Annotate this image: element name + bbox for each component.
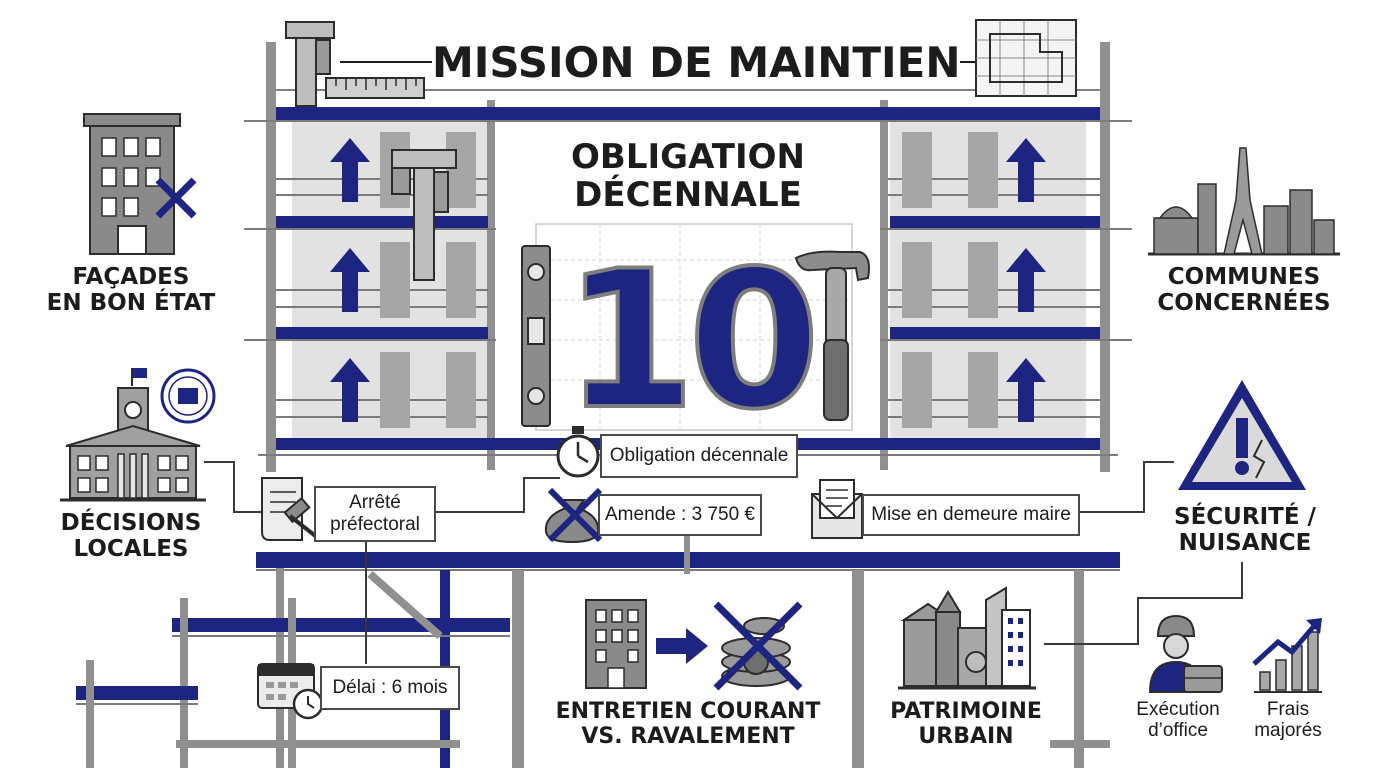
town-hall-icon (60, 368, 206, 502)
callout-delai: Délai : 6 mois (320, 666, 460, 710)
label-frais: Frais majorés (1240, 699, 1336, 742)
money-bag-cross-icon (544, 487, 603, 544)
label-communes-line1: COMMUNES (1167, 264, 1321, 290)
label-facades-line1: FAÇADES (72, 264, 190, 290)
scroll-gavel-icon (261, 477, 320, 541)
label-securite: SÉCURITÉ / NUISANCE (1148, 504, 1342, 556)
label-execution: Exécution d’office (1120, 699, 1236, 742)
label-patrimoine: PATRIMOINE URBAIN (872, 699, 1060, 750)
label-decisions: DÉCISIONS LOCALES (36, 510, 226, 562)
calendar-clock-icon (257, 663, 324, 720)
callout-arrete-line2: préfectoral (330, 514, 420, 535)
callout-obligation-text: Obligation décennale (609, 445, 789, 466)
label-frais-line1: Frais (1266, 699, 1310, 720)
connector-lines (204, 461, 1243, 664)
label-entretien-line1: ENTRETIEN COURANT (555, 699, 821, 724)
label-securite-line1: SÉCURITÉ / (1174, 504, 1316, 530)
label-patrimoine-line2: URBAIN (918, 723, 1014, 749)
callout-delai-text: Délai : 6 mois (332, 677, 448, 698)
label-entretien-line2: VS. RAVALEMENT (581, 723, 795, 749)
callout-obligation: Obligation décennale (600, 434, 798, 478)
callout-amende-text: Amende : 3 750 € (605, 504, 755, 525)
skyline-icon (1148, 147, 1340, 256)
heritage-town-icon (898, 586, 1036, 690)
label-facades-line2: EN BON ÉTAT (46, 289, 216, 316)
label-patrimoine-line1: PATRIMOINE (890, 699, 1042, 724)
caliper-icon (285, 21, 335, 107)
label-securite-line2: NUISANCE (1178, 529, 1312, 556)
hammer-icon (794, 250, 870, 421)
main-title: MISSION DE MAINTIEN (432, 38, 961, 88)
label-decisions-line1: DÉCISIONS (60, 510, 202, 536)
big-number: 10 (564, 230, 812, 451)
callout-mise-en-demeure-text: Mise en demeure maire (871, 504, 1071, 525)
callout-amende: Amende : 3 750 € (598, 494, 762, 536)
label-execution-line1: Exécution (1136, 699, 1220, 720)
callout-mise-en-demeure: Mise en demeure maire (862, 494, 1080, 536)
worker-briefcase-icon (1148, 614, 1223, 693)
label-communes-line2: CONCERNÉES (1157, 289, 1331, 316)
building-arrow-coins-icon (585, 599, 803, 691)
seal-icon (160, 368, 216, 424)
building-cross-icon (83, 113, 197, 255)
stopwatch-icon (556, 426, 600, 478)
warning-icon (1178, 380, 1306, 490)
caliper-icon (391, 149, 457, 281)
label-decisions-line2: LOCALES (73, 535, 189, 562)
callout-arrete-line1: Arrêté (349, 492, 401, 514)
callout-arrete: Arrêté préfectoral (314, 486, 436, 542)
envelope-icon (811, 479, 863, 539)
label-facades: FAÇADES EN BON ÉTAT (36, 264, 226, 316)
center-heading-line1: OBLIGATION (571, 137, 805, 177)
label-communes: COMMUNES CONCERNÉES (1142, 264, 1346, 316)
blueprint-icon (975, 19, 1077, 97)
center-panel (496, 124, 880, 438)
level-icon (521, 245, 551, 427)
label-execution-line2: d’office (1148, 719, 1208, 741)
center-heading: OBLIGATION DÉCENNALE (532, 138, 844, 215)
label-entretien: ENTRETIEN COURANT VS. RAVALEMENT (544, 699, 832, 750)
label-frais-line2: majorés (1254, 719, 1322, 741)
rising-chart-icon (1252, 618, 1322, 693)
ruler-icon (325, 77, 425, 99)
center-heading-line2: DÉCENNALE (574, 175, 802, 216)
